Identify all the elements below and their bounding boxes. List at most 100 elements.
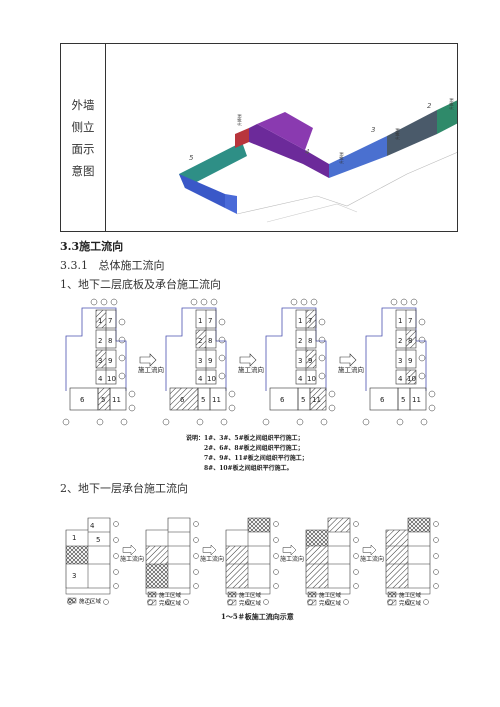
note-line: 8#、10#板之间组织平行施工。	[204, 465, 293, 472]
plan-b2-stage-1	[62, 298, 136, 426]
cell-label: 3	[398, 357, 402, 365]
legend-label: 施工区域	[79, 597, 102, 605]
plan-b2-cell-labels: 1 7 2 8 3 9 4 10 6 5 11	[380, 317, 421, 404]
cell-label: 2	[398, 337, 402, 345]
flow-arrow: 施工流向	[280, 544, 304, 563]
cell-label: 7	[308, 317, 312, 325]
flow-arrow: 施工流向	[138, 353, 164, 374]
flow-arrow: 施工流向	[360, 544, 384, 563]
facade-tag: 升降梯	[394, 128, 400, 140]
flow-arrow-label: 施工流向	[238, 365, 264, 374]
facade-tag: 升降梯	[236, 114, 242, 126]
cell-label: 10	[307, 375, 316, 383]
legend-label: 施工区域	[319, 591, 342, 599]
cell-label: 4	[198, 375, 203, 383]
plan-b1-stage-5	[385, 517, 439, 605]
legend-label: 完成区域	[319, 599, 342, 607]
facade-wall-teal	[179, 142, 247, 188]
cell-label: 2	[298, 337, 302, 345]
cell-label: 2	[198, 337, 202, 345]
note-line: 说明：1#、3#、5#板之间组织平行施工；	[186, 435, 304, 442]
flow-arrow-label: 施工流向	[120, 555, 144, 563]
flow-arrow-label: 施工流向	[338, 365, 364, 374]
plan-b1-stage-1: 1 4 5 3	[65, 517, 119, 605]
legend-label: 完成区域	[399, 599, 422, 607]
cell-label: 3	[72, 572, 76, 580]
flow-arrow-label: 施工流向	[360, 555, 384, 563]
facade-tag: 升降梯	[448, 98, 454, 110]
cell-label: 6	[80, 396, 85, 404]
legend-stage-4: 施工区域 完成区域	[307, 591, 342, 607]
cell-label: 3	[298, 357, 302, 365]
plan-b1-stage-4	[305, 517, 359, 605]
plan-b2-cell-labels: 1 7 2 8 3 9 4 10 6 5 11	[180, 317, 221, 404]
facade-wall-blue	[179, 174, 225, 208]
cell-label: 10	[207, 375, 216, 383]
cell-label: 8	[108, 337, 112, 345]
cell-label: 5	[96, 536, 100, 544]
flow-arrow: 施工流向	[200, 544, 224, 563]
section-heading: 3.3施工流向	[60, 238, 123, 254]
cell-label: 1	[398, 317, 402, 325]
facade-wall-blue-end	[225, 194, 237, 214]
plan-b2-arrows: 施工流向 施工流向 施工流向	[138, 353, 364, 374]
cell-label: 5	[201, 396, 205, 404]
cell-label: 5	[101, 396, 105, 404]
subsection-number: 3.3.1	[60, 259, 88, 272]
cell-label: 1	[198, 317, 202, 325]
item-heading-1: 1、地下二层底板及承台施工流向	[60, 278, 221, 291]
legend-stage-5: 施工区域 完成区域	[387, 591, 422, 607]
cell-label: 8	[408, 337, 412, 345]
legend-label: 完成区域	[239, 599, 262, 607]
cell-label: 9	[408, 357, 412, 365]
note-line: 2#、6#、8#板之间组织平行施工；	[204, 445, 304, 452]
table-divider	[105, 44, 106, 231]
plan-b2-notes: 说明：1#、3#、5#板之间组织平行施工； 2#、6#、8#板之间组织平行施工；…	[186, 434, 308, 474]
plan-b1-arrows: 施工流向 施工流向 施工流向 施工流向	[120, 544, 384, 563]
facade-label-cell: 外墙侧立面示意图	[61, 44, 105, 231]
note-line: 7#、9#、11#板之间组织平行施工；	[204, 455, 308, 462]
plan-b1-caption: 1～5＃板施工流向示意	[221, 612, 294, 621]
facade-ground-outline	[236, 152, 457, 215]
legend-stage-1: 施工区域	[67, 597, 102, 605]
cell-label: 1	[98, 317, 102, 325]
plan-b1-stage-3	[225, 517, 279, 605]
facade-wall-steelblue	[329, 136, 387, 178]
facade-red-block	[235, 128, 249, 148]
flow-arrow: 施工流向	[120, 544, 144, 563]
plan-b2-diagram: 1 7 2 8 3 9 4 10 6 5 11 1 7 2 8 3 9 4 10…	[62, 298, 436, 426]
subsection-title: 总体施工流向	[98, 259, 165, 272]
cell-label: 7	[208, 317, 212, 325]
legend-label: 完成区域	[159, 599, 182, 607]
section-title: 施工流向	[79, 240, 124, 253]
facade-seg-label: 2	[427, 102, 432, 110]
flow-arrow-label: 施工流向	[280, 555, 304, 563]
cell-label: 6	[380, 396, 385, 404]
cell-label: 1	[298, 317, 302, 325]
flow-arrow: 施工流向	[338, 353, 364, 374]
plan-b1-diagram: 1 4 5 3 施工流向 施工流向 施工流向	[65, 517, 439, 607]
cell-label: 11	[412, 396, 421, 404]
cell-label: 7	[408, 317, 412, 325]
cell-label: 1	[72, 534, 76, 542]
facade-diagram: 5 4 3 2 1 升降梯 升降梯 升降梯 升降梯	[179, 98, 457, 223]
facade-wall-green	[437, 100, 457, 134]
cell-label: 11	[112, 396, 121, 404]
plan-b2-stage-4	[362, 298, 436, 426]
cell-label: 10	[407, 375, 416, 383]
cell-label: 2	[98, 337, 102, 345]
cell-label: 9	[308, 357, 312, 365]
cell-label: 9	[208, 357, 212, 365]
legend-label: 施工区域	[399, 591, 422, 599]
cell-label: 3	[98, 357, 102, 365]
cell-label: 6	[180, 396, 185, 404]
legend-label: 施工区域	[239, 591, 262, 599]
cell-label: 11	[312, 396, 321, 404]
legend-stage-2: 施工区域 完成区域	[147, 591, 182, 607]
cell-label: 4	[90, 522, 95, 530]
cell-label: 7	[108, 317, 112, 325]
flow-arrow-label: 施工流向	[138, 365, 164, 374]
facade-wall-purple	[249, 124, 329, 178]
cell-label: 4	[98, 375, 103, 383]
subsection-heading: 3.3.1 总体施工流向	[60, 257, 165, 273]
